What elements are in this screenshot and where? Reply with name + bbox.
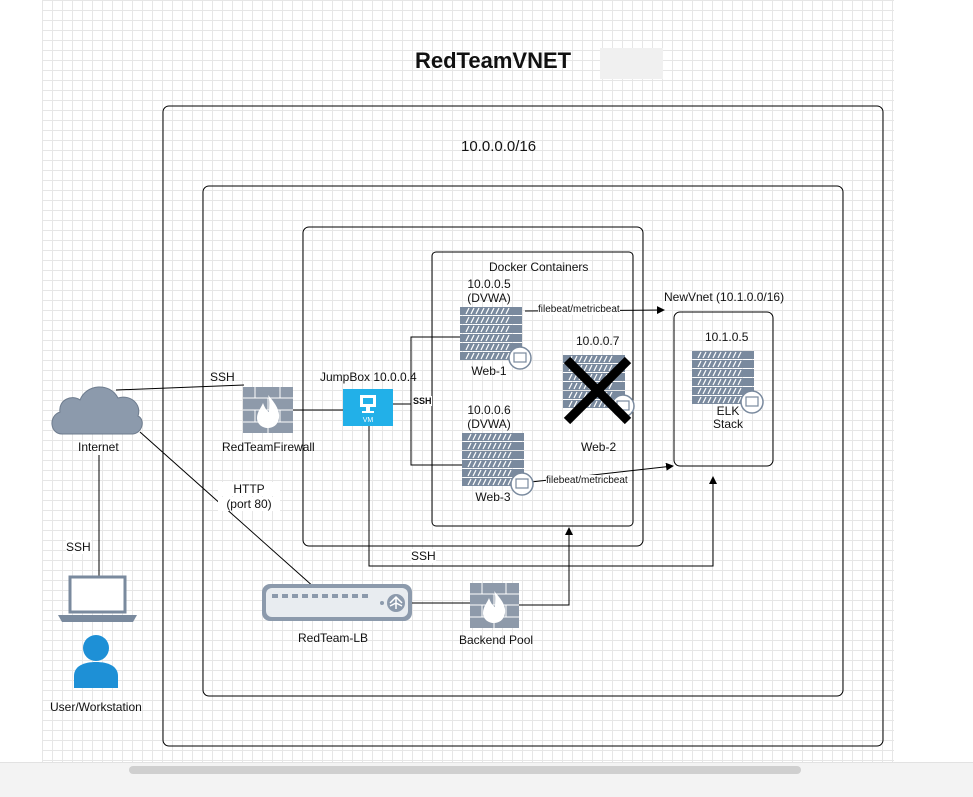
jumpbox-label: JumpBox 10.0.0.4 — [320, 370, 417, 384]
web3-server-icon[interactable] — [462, 433, 534, 496]
beats-web3-label: filebeat/metricbeat — [546, 475, 628, 486]
removed-x-icon — [563, 356, 632, 425]
web1-server-icon[interactable] — [460, 307, 532, 370]
backend-pool-label: Backend Pool — [459, 633, 534, 647]
connectors — [98, 306, 717, 606]
load-balancer-icon[interactable] — [262, 584, 412, 621]
web1-app-label: (DVWA) — [467, 291, 511, 305]
diagram-title: RedTeamVNET — [415, 48, 572, 73]
edge-internet-firewall — [115, 384, 245, 391]
user-workstation-label: User/Workstation — [50, 700, 142, 714]
vnet-outer-boundary — [162, 105, 884, 747]
ssh-internet-firewall-label: SSH — [210, 370, 235, 384]
firewall-label: RedTeamFirewall — [222, 440, 315, 454]
edge-jumpbox-web1 — [393, 336, 460, 405]
backend-pool-firewall-icon[interactable] — [470, 583, 519, 628]
vm-tag: VM — [363, 417, 374, 424]
vnet-cidr-label: 10.0.0.0/16 — [461, 138, 537, 155]
canvas-right-margin — [894, 0, 973, 762]
cloud-icon[interactable] — [51, 386, 143, 435]
docker-containers-box — [431, 251, 634, 527]
docker-containers-label: Docker Containers — [489, 260, 589, 274]
jumpbox-vm-icon[interactable]: VM — [343, 389, 393, 426]
laptop-icon[interactable] — [58, 575, 137, 622]
newvnet-box — [673, 311, 774, 467]
elk-ip-label: 10.1.0.5 — [705, 330, 749, 344]
subnet-boundary — [302, 226, 644, 547]
http-label-line1: HTTP — [218, 482, 280, 496]
load-balancer-label: RedTeam-LB — [298, 631, 369, 645]
web1-ip-label: 10.0.0.5 — [467, 277, 511, 291]
elk-name-line1: ELK — [716, 404, 740, 418]
web3-ip-label: 10.0.0.6 — [467, 403, 511, 417]
elk-name-line2: Stack — [712, 417, 743, 431]
edge-jumpbox-elk — [368, 426, 717, 567]
user-icon[interactable] — [74, 635, 118, 688]
web3-app-label: (DVWA) — [467, 417, 511, 431]
title-placeholder-box — [600, 48, 663, 79]
web1-name-label: Web-1 — [471, 364, 507, 378]
vnet-inner-boundary — [202, 185, 844, 697]
horizontal-scrollbar[interactable] — [129, 766, 801, 774]
ssh-jumpbox-elk-label: SSH — [411, 549, 436, 563]
firewall-icon[interactable] — [243, 387, 293, 433]
network-diagram: VM — [51, 105, 884, 747]
web2-name-label: Web-2 — [581, 440, 617, 454]
ssh-jumpbox-web-label: SSH — [413, 396, 432, 406]
web2-ip-label: 10.0.0.7 — [576, 334, 620, 348]
ssh-user-internet-label: SSH — [66, 540, 91, 554]
http-label-line2: (port 80) — [218, 497, 280, 511]
newvnet-label: NewVnet (10.1.0.0/16) — [664, 290, 785, 304]
internet-label: Internet — [78, 440, 119, 454]
elk-server-icon[interactable] — [692, 351, 764, 414]
beats-web1-label: filebeat/metricbeat — [538, 304, 620, 315]
web3-name-label: Web-3 — [475, 490, 511, 504]
edge-backend-docker — [519, 527, 573, 606]
edge-jumpbox-web3 — [410, 404, 462, 466]
